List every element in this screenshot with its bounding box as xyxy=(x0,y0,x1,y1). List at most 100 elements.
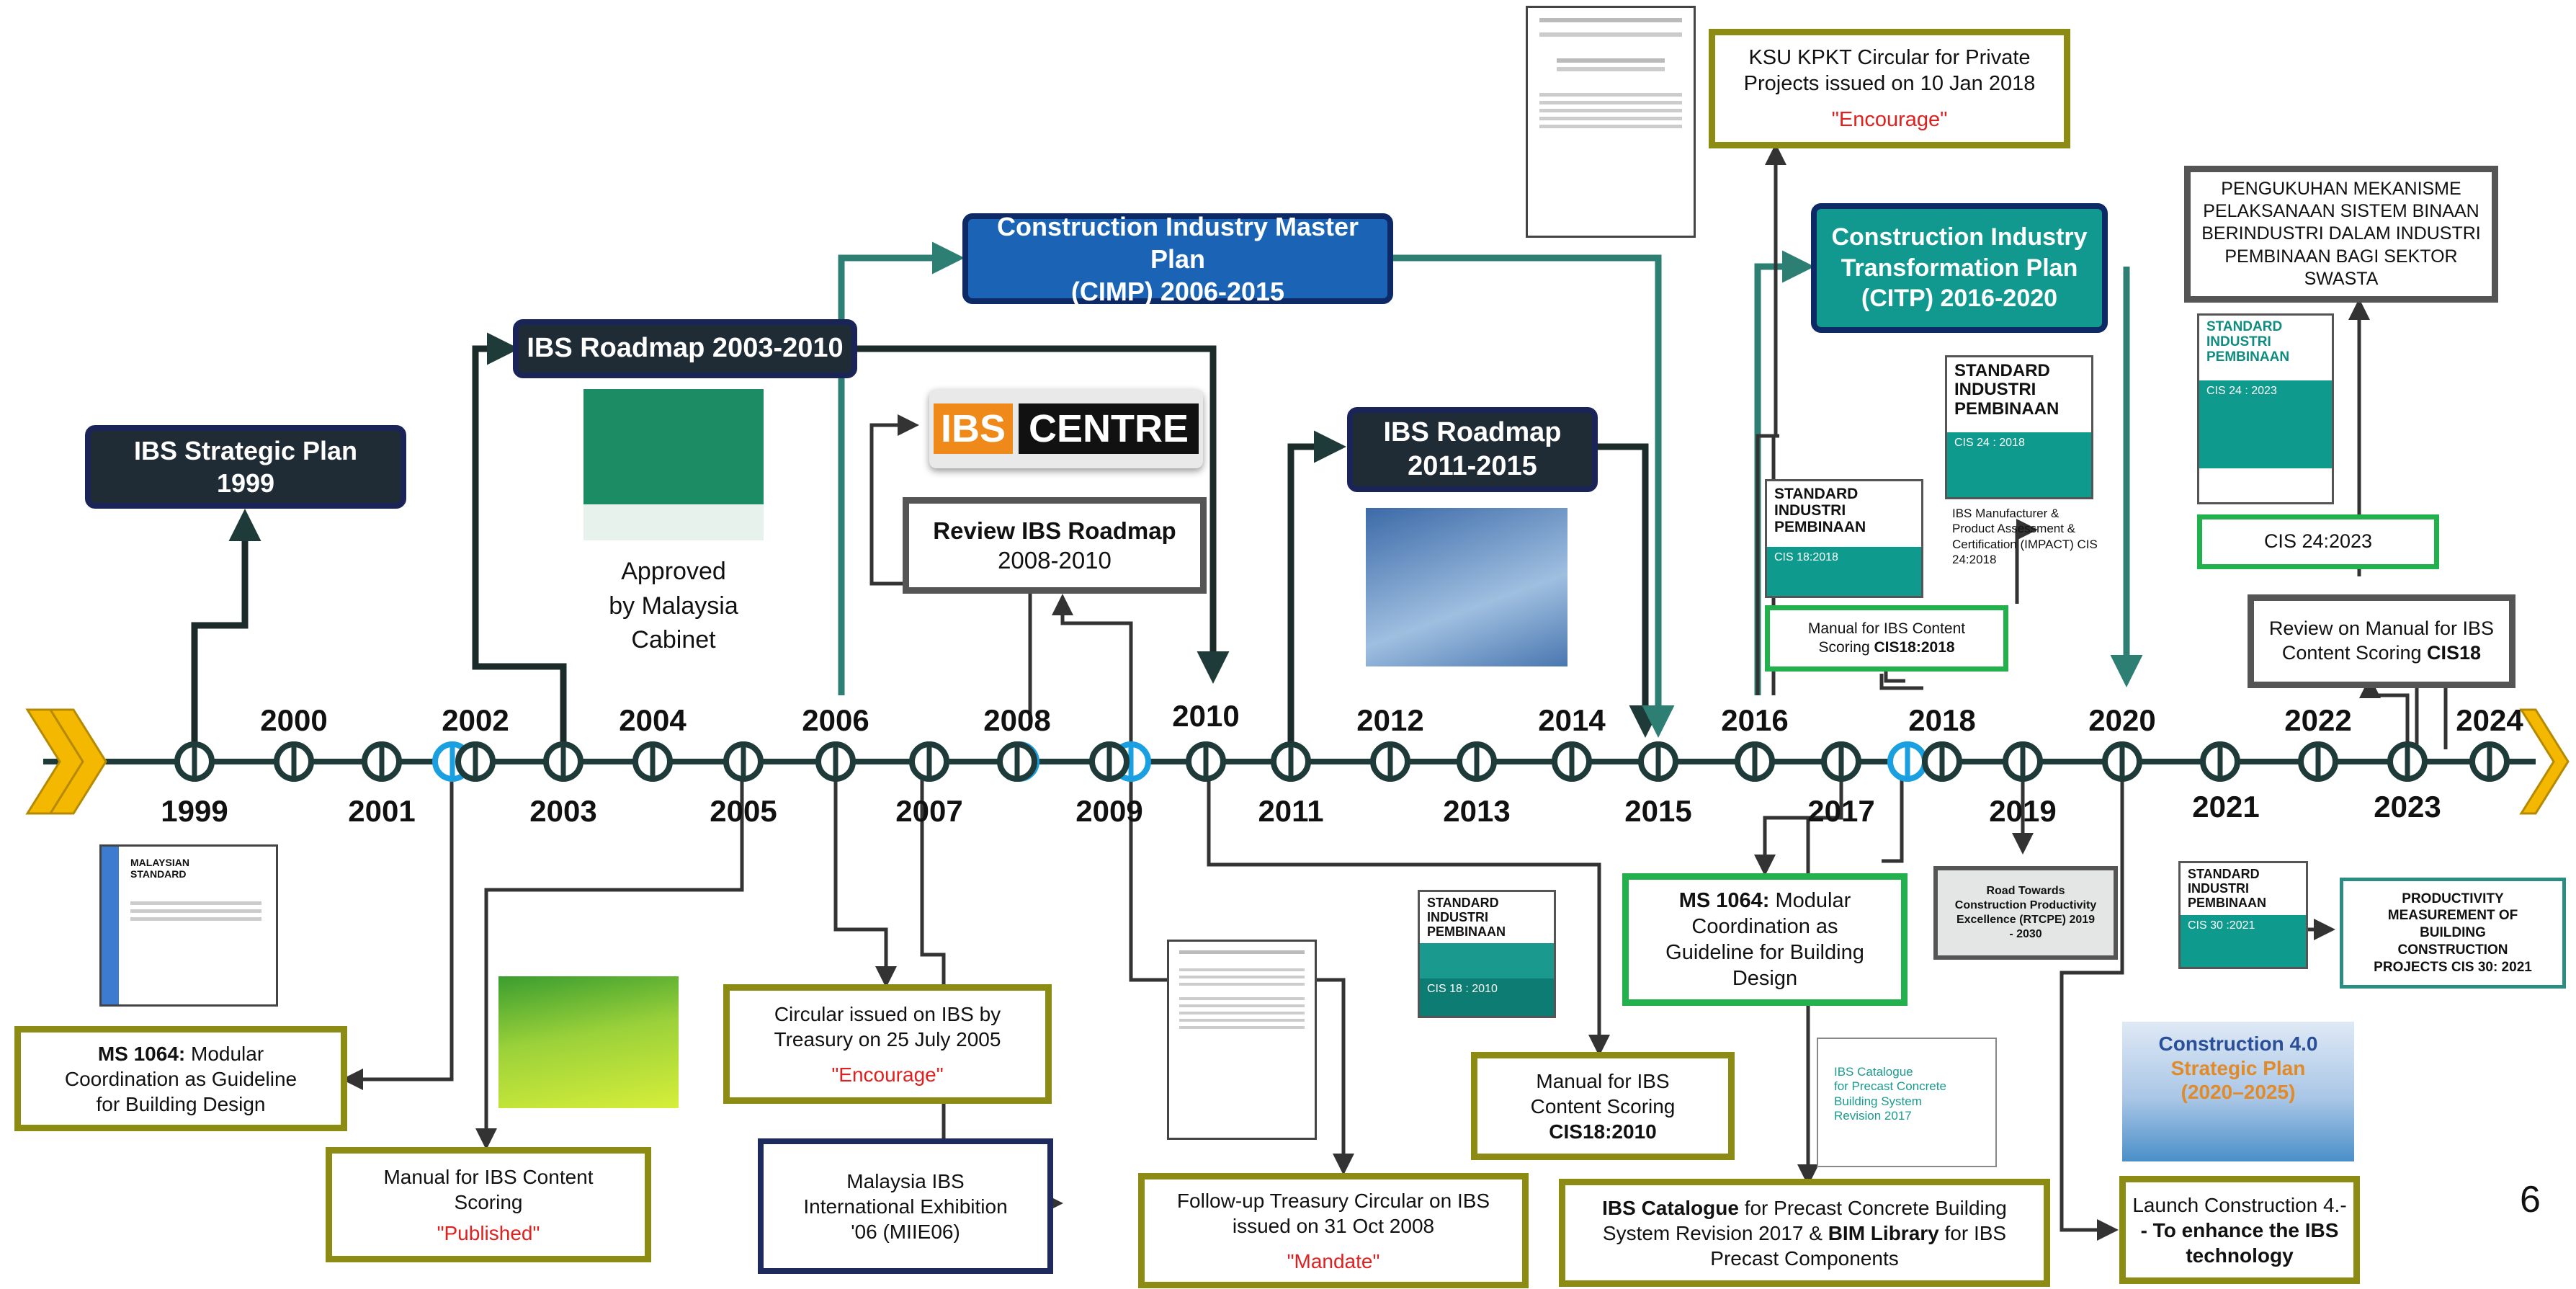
year-label-1999: 1999 xyxy=(161,794,228,828)
year-label-2004: 2004 xyxy=(619,703,687,737)
ibs-centre-logo-centre: CENTRE xyxy=(1019,403,1199,454)
pengukuhan-box: PENGUKUHAN MEKANISME PELAKSANAAN SISTEM … xyxy=(2184,166,2498,303)
approved-line1: Approved xyxy=(621,558,726,585)
ms1064b-line2: Modular xyxy=(1769,888,1851,912)
pengukuhan-line3: BERINDUSTRI DALAM INDUSTRI xyxy=(2201,223,2481,244)
ms1064b-line5: Design xyxy=(1732,967,1798,991)
manual-2010-line3: CIS18:2010 xyxy=(1549,1120,1657,1143)
year-label-2014: 2014 xyxy=(1538,703,1606,737)
cover-title-2: INDUSTRI xyxy=(1427,909,1488,924)
circ2005-line2: Treasury on 25 July 2005 xyxy=(774,1027,1001,1051)
catalogue-cover-line4: Revision 2017 xyxy=(1834,1109,1912,1123)
manual-2018-line3: CIS18:2018 xyxy=(1874,639,1955,656)
review-manual-line1: Review on Manual for IBS xyxy=(2268,617,2495,640)
cover-title-2: INDUSTRI xyxy=(2206,334,2271,349)
year-label-2000: 2000 xyxy=(260,703,328,737)
ms1064-2017-box: MS 1064: Modular Coordination as Guideli… xyxy=(1622,873,1908,1006)
roadmap-2011-cover xyxy=(1366,508,1567,666)
cover-title-3: PEMBINAAN xyxy=(1427,924,1506,939)
manual-2010-line1: Manual for IBS xyxy=(1536,1069,1670,1092)
strategic-plan-line1: IBS Strategic Plan xyxy=(133,436,358,465)
catalogue-line5: for IBS xyxy=(1938,1221,2007,1244)
cis24-2023-label: CIS 24:2023 xyxy=(2263,530,2373,553)
ibs-centre-logo: IBS CENTRE xyxy=(929,389,1203,468)
cover-title-1: STANDARD xyxy=(2206,319,2283,334)
productivity-line5: PROJECTS CIS 30: 2021 xyxy=(2374,959,2532,975)
cover-code: CIS 18 : 2010 xyxy=(1427,983,1498,995)
ksu-circular-document xyxy=(1526,6,1696,238)
citp-line3: (CITP) 2016-2020 xyxy=(1861,285,2058,313)
citp-line1: Construction Industry xyxy=(1831,223,2088,251)
miie06-box: Malaysia IBS International Exhibition '0… xyxy=(758,1138,1053,1274)
manual-cis18-2010-box: Manual for IBS Content Scoring CIS18:201… xyxy=(1471,1052,1735,1160)
roadmap2-line2: 2011-2015 xyxy=(1408,451,1537,481)
year-label-2012: 2012 xyxy=(1356,703,1424,737)
rtcpe-box: Road Towards Construction Productivity E… xyxy=(1933,866,2118,960)
productivity-line2: MEASUREMENT OF xyxy=(2387,908,2518,924)
circ2005-line1: Circular issued on IBS by xyxy=(774,1002,1001,1025)
ksu-line1: KSU KPKT Circular for Private xyxy=(1748,45,2031,69)
ms1064b-line1: MS 1064: xyxy=(1678,888,1770,912)
approved-line3: Cabinet xyxy=(631,626,716,654)
ibs-roadmap-2003-2010: IBS Roadmap 2003-2010 xyxy=(513,319,857,378)
ibs-catalogue-cover: IBS Catalogue for Precast Concrete Build… xyxy=(1817,1038,1997,1167)
pengukuhan-line4: PEMBINAAN BAGI SEKTOR xyxy=(2224,246,2458,267)
year-label-2009: 2009 xyxy=(1075,794,1143,828)
year-label-2019: 2019 xyxy=(1989,794,2057,828)
rtcpe-line2: Construction Productivity xyxy=(1954,899,2097,911)
rtcpe-line1: Road Towards xyxy=(1986,885,2065,897)
construction-40-box: Launch Construction 4.- - To enhance the… xyxy=(2119,1176,2360,1284)
year-label-2018: 2018 xyxy=(1908,703,1976,737)
ibs-strategic-plan-1999: IBS Strategic Plan 1999 xyxy=(85,425,406,509)
productivity-line3: BUILDING xyxy=(2420,925,2486,941)
manual-pub-line1: Manual for IBS Content xyxy=(383,1165,594,1188)
year-label-2008: 2008 xyxy=(983,703,1051,737)
review-manual-line3: CIS18 xyxy=(2427,642,2482,664)
roadmap2-line1: IBS Roadmap xyxy=(1383,416,1562,447)
manual-2018-line1: Manual for IBS Content xyxy=(1807,620,1966,637)
miie-line2: International Exhibition xyxy=(803,1195,1008,1218)
ms1064-2002-box: MS 1064: Modular Coordination as Guideli… xyxy=(14,1026,347,1131)
impact-line2: Product Assessment & xyxy=(1952,522,2076,536)
productivity-cis30-box: PRODUCTIVITY MEASUREMENT OF BUILDING CON… xyxy=(2340,878,2566,989)
year-label-2024: 2024 xyxy=(2456,703,2523,737)
cover-title-1: STANDARD xyxy=(1774,486,1859,502)
manual-pub-line2: Scoring xyxy=(454,1190,523,1213)
year-label-2005: 2005 xyxy=(710,794,777,828)
year-label-2003: 2003 xyxy=(529,794,597,828)
catalogue-line1: IBS Catalogue xyxy=(1602,1196,1739,1219)
manual-cis18-2018-box: Manual for IBS Content Scoring CIS18:201… xyxy=(1765,605,2008,672)
cover-title-3: PEMBINAAN xyxy=(1954,398,2060,419)
circ2008-line2: issued on 31 Oct 2008 xyxy=(1232,1214,1435,1237)
manual-content-scoring-cover xyxy=(498,976,679,1108)
manual-published-box: Manual for IBS Content Scoring "Publishe… xyxy=(326,1147,651,1262)
ms1064b-line4: Guideline for Building xyxy=(1665,941,1864,964)
circ2008-line1: Follow-up Treasury Circular on IBS xyxy=(1176,1189,1490,1212)
circ2005-line3: "Encourage" xyxy=(831,1063,944,1086)
cover-code: CIS 18:2018 xyxy=(1774,551,1838,563)
year-label-2013: 2013 xyxy=(1443,794,1511,828)
review-ibs-roadmap-box: Review IBS Roadmap 2008-2010 xyxy=(903,497,1207,594)
miie-line1: Malaysia IBS xyxy=(846,1169,965,1192)
c40-line3: technology xyxy=(2186,1244,2294,1267)
year-label-2006: 2006 xyxy=(802,703,869,737)
year-label-2020: 2020 xyxy=(2088,703,2156,737)
review-roadmap-line2: 2008-2010 xyxy=(998,547,1112,574)
year-label-2021: 2021 xyxy=(2192,790,2260,824)
ms1064a-line2: Modular xyxy=(185,1042,264,1065)
ms1064b-line3: Coordination as xyxy=(1691,914,1838,938)
ibs-roadmap-2011-2015: IBS Roadmap 2011-2015 xyxy=(1347,407,1598,492)
cover-title-1: STANDARD xyxy=(1954,361,2050,380)
ms1064a-line3: Coordination as Guideline xyxy=(64,1067,298,1090)
catalogue-cover-line3: Building System xyxy=(1834,1094,1922,1108)
ksu-line3: "Encourage" xyxy=(1831,108,1948,132)
circ2008-line3: "Mandate" xyxy=(1287,1249,1380,1272)
roadmap-report-cover xyxy=(583,389,764,540)
year-label-2015: 2015 xyxy=(1624,794,1692,828)
catalogue-line4: BIM Library xyxy=(1828,1221,1939,1244)
year-label-2022: 2022 xyxy=(2284,703,2352,737)
